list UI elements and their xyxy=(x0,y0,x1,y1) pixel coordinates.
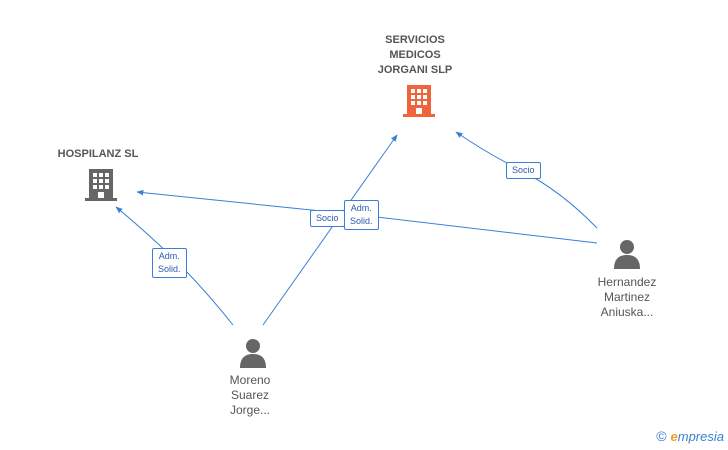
building-icon[interactable] xyxy=(402,82,436,118)
copyright-symbol: © xyxy=(656,428,667,444)
brand-logo-text: mpresia xyxy=(677,429,724,444)
company-name-line: JORGANI SLP xyxy=(377,64,453,76)
person-icon[interactable] xyxy=(238,337,268,369)
person-name-line: Moreno xyxy=(229,373,271,387)
company-name-line: SERVICIOS xyxy=(385,34,445,46)
company-name-servicios[interactable]: SERVICIOS MEDICOS JORGANI SLP xyxy=(353,33,477,78)
person-name-line: Aniuska... xyxy=(600,305,654,319)
edge-label-line: Socio xyxy=(512,165,535,175)
edge-label-line: Solid. xyxy=(158,264,181,274)
edge-label-line: Socio xyxy=(316,213,339,223)
company-name-line: HOSPILANZ SL xyxy=(57,148,139,160)
person-icon[interactable] xyxy=(612,238,642,270)
edge-label-adm-solid[interactable]: Adm. Solid. xyxy=(152,248,187,278)
person-name-line: Martinez xyxy=(603,290,650,304)
edge-moreno-servicios xyxy=(262,134,398,326)
building-icon[interactable] xyxy=(84,166,118,202)
edge-label-line: Adm. xyxy=(350,203,372,213)
person-name-line: Hernandez xyxy=(597,275,657,289)
company-name-line: MEDICOS xyxy=(389,49,441,61)
person-name-line: Suarez xyxy=(230,388,270,402)
edge-hernandez-servicios xyxy=(455,131,598,229)
person-name-moreno[interactable]: Moreno Suarez Jorge... xyxy=(200,373,300,418)
brand-logo-letter: e xyxy=(670,429,678,444)
brand-footer: ©empresia xyxy=(656,428,724,444)
edge-label-adm-solid[interactable]: Adm. Solid. xyxy=(344,200,379,230)
person-name-line: Jorge... xyxy=(229,403,271,417)
person-name-hernandez[interactable]: Hernandez Martinez Aniuska... xyxy=(575,275,679,320)
company-name-hospilanz[interactable]: HOSPILANZ SL xyxy=(48,147,148,162)
edge-label-line: Solid. xyxy=(350,216,373,226)
edge-label-socio[interactable]: Socio xyxy=(506,162,541,179)
edge-label-line: Adm. xyxy=(158,251,180,261)
edge-label-socio[interactable]: Socio xyxy=(310,210,345,227)
